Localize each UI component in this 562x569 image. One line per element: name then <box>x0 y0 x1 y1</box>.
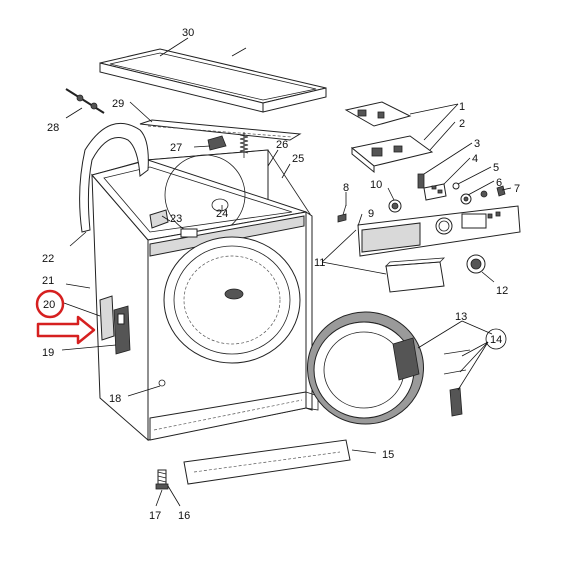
callout-20: 20 <box>43 299 55 311</box>
leader-lines <box>61 37 512 507</box>
callout-7: 7 <box>514 183 520 195</box>
callout-8: 8 <box>343 182 349 194</box>
callout-25: 25 <box>292 153 304 165</box>
callout-14: 14 <box>490 334 502 346</box>
callout-6: 6 <box>496 177 502 189</box>
small-screw-part <box>158 379 166 387</box>
callout-labels: 30 29 28 27 26 25 22 23 24 21 20 19 18 1… <box>42 27 520 522</box>
callout-23: 23 <box>170 213 182 225</box>
rear-ring-part <box>79 122 149 233</box>
pin-part <box>337 204 347 223</box>
suspension-mount-part <box>207 135 227 151</box>
switch-buttons-part <box>417 173 447 201</box>
callout-1: 1 <box>459 101 465 113</box>
callout-13: 13 <box>455 311 467 323</box>
callout-22: 22 <box>42 253 54 265</box>
callout-10: 10 <box>370 179 382 191</box>
program-knob-part <box>466 254 486 274</box>
callout-28: 28 <box>47 122 59 134</box>
callout-27: 27 <box>170 142 182 154</box>
adjustable-foot-part <box>155 469 169 490</box>
callout-19: 19 <box>42 347 54 359</box>
door-hinge-part <box>99 295 131 355</box>
callout-11: 11 <box>314 257 325 269</box>
callout-9: 9 <box>368 208 374 220</box>
spring-part <box>239 132 249 158</box>
callout-17: 17 <box>149 510 161 522</box>
callout-4: 4 <box>472 153 478 165</box>
top-lid-part <box>99 48 327 113</box>
drain-tube-part <box>65 88 105 114</box>
callout-15: 15 <box>382 449 394 461</box>
callout-3: 3 <box>474 138 480 150</box>
callout-29: 29 <box>112 98 124 110</box>
callout-5: 5 <box>493 162 499 174</box>
callout-30: 30 <box>182 27 194 39</box>
callout-24: 24 <box>216 208 228 220</box>
cabinet-body <box>91 149 319 442</box>
callout-12: 12 <box>496 285 508 297</box>
callout-21: 21 <box>42 275 54 287</box>
door-ring-part <box>307 311 424 425</box>
interior-bracket-part <box>149 198 229 238</box>
callout-2: 2 <box>459 118 465 130</box>
control-board-part <box>344 101 412 127</box>
callout-18: 18 <box>109 393 121 405</box>
detergent-drawer-part <box>384 257 446 293</box>
callout-14-ring <box>485 328 507 350</box>
top-rail-part <box>139 119 302 141</box>
highlight-marker <box>35 289 96 345</box>
kickplate-part <box>183 439 351 485</box>
control-panel-fascia <box>357 205 521 257</box>
callout-26: 26 <box>276 139 288 151</box>
callout-16: 16 <box>178 510 190 522</box>
control-module-part <box>350 135 434 174</box>
small-knob-parts <box>452 182 506 205</box>
hinge-pin-parts <box>443 349 471 417</box>
knob-dial-part <box>388 199 402 213</box>
